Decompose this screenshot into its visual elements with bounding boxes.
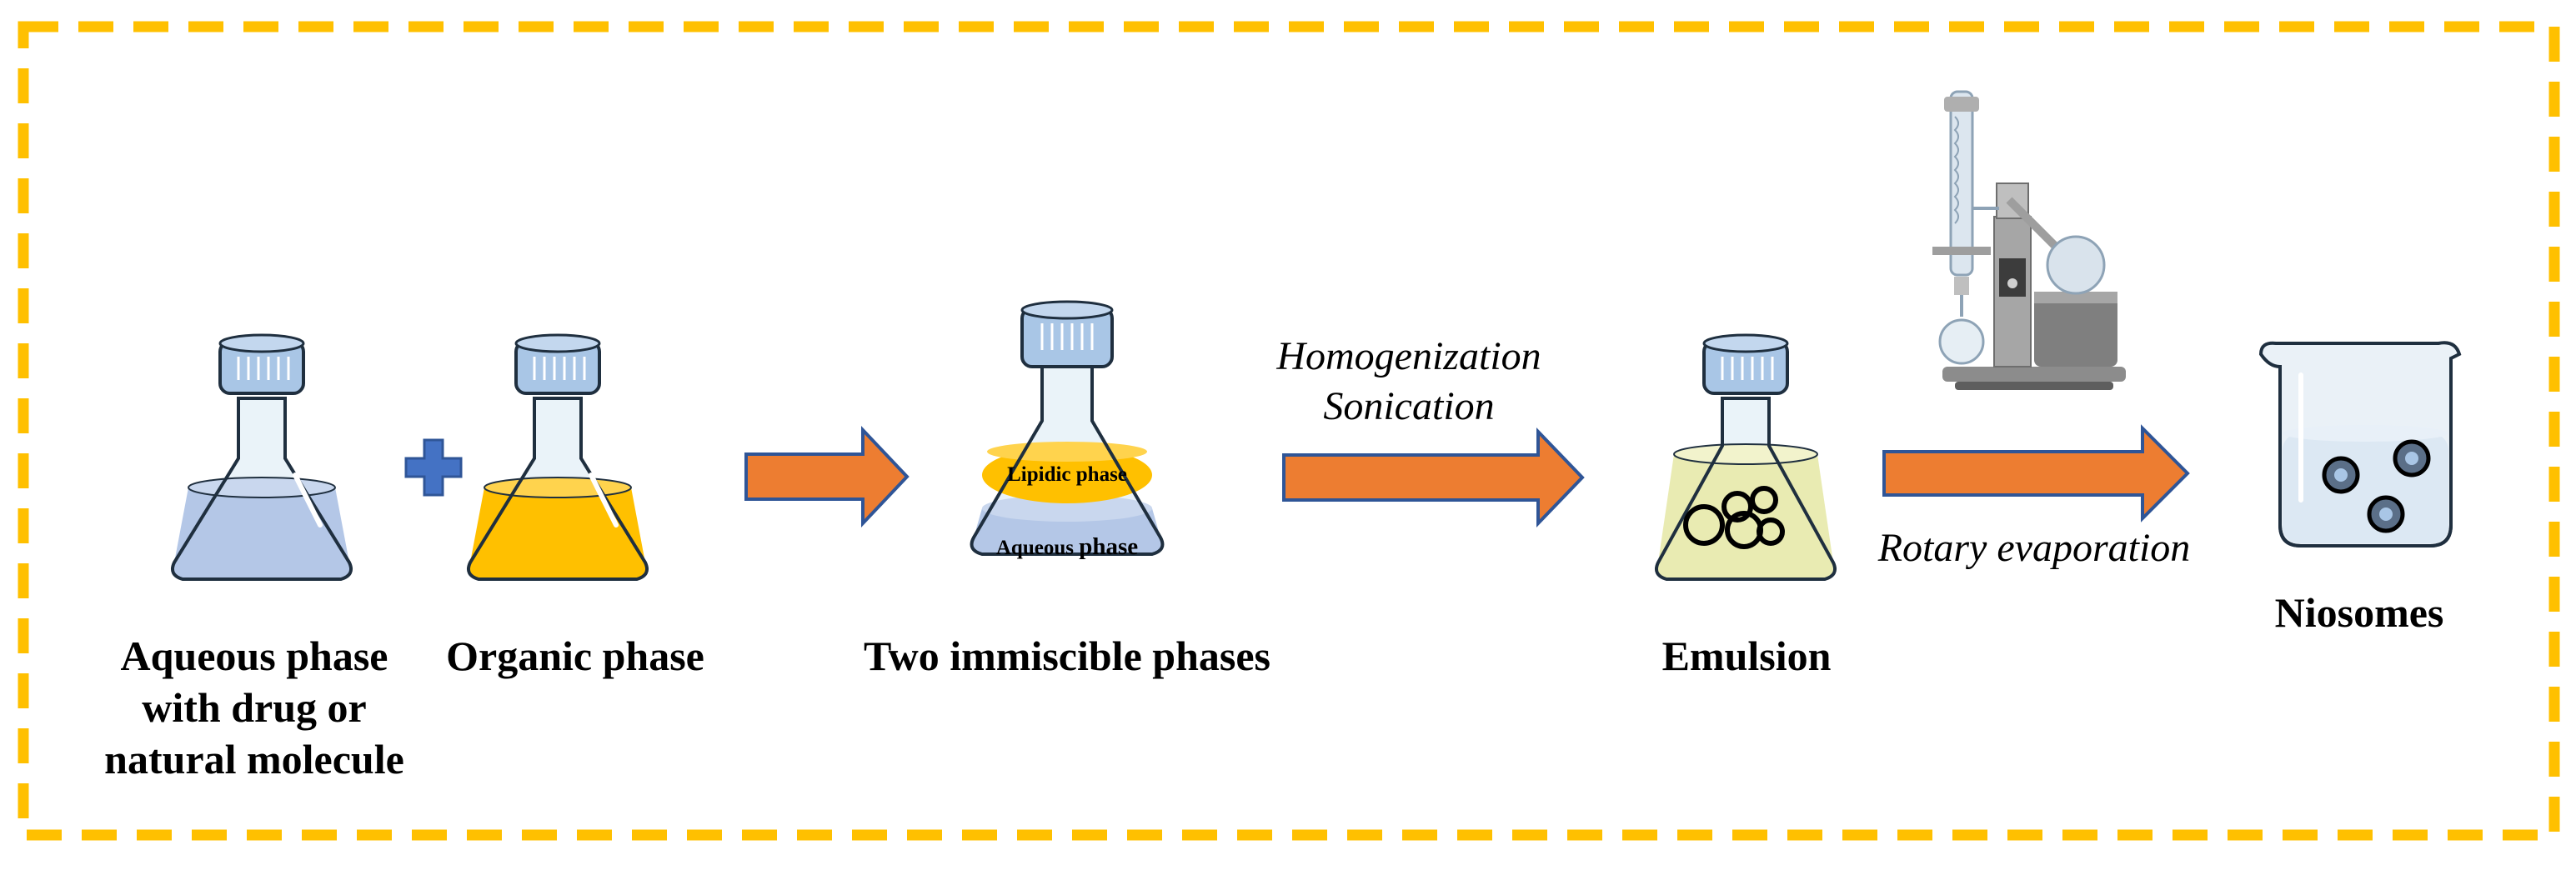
droplets-icon (1683, 486, 1785, 549)
beaker-icon (2258, 341, 2462, 548)
dashed-border (18, 21, 2560, 841)
aqueous-phase-label: Aqueous phase with drug or natural molec… (104, 632, 404, 782)
arrow-right-icon (744, 425, 910, 528)
homogenization-label: Homogenization (1276, 334, 1541, 378)
rotary-evaporator-icon (1932, 90, 2126, 390)
flask-aqueous-icon (170, 333, 353, 581)
flask-emulsion-icon (1655, 333, 1837, 581)
arrow-right-icon (1882, 424, 2190, 522)
lipidic-phase-label: Lipidic phase (1007, 463, 1127, 486)
organic-phase-label: Organic phase (446, 632, 704, 679)
niosomes-label: Niosomes (2274, 589, 2444, 636)
sonication-label: Sonication (1323, 384, 1495, 428)
aqueous-phase-inner-label: Aqueous phase (995, 533, 1139, 560)
arrow-right-icon (1282, 428, 1585, 528)
rotary-evaporation-label: Rotary evaporation (1877, 526, 2191, 570)
vesicle-icon (2393, 439, 2431, 478)
plus-icon (404, 438, 463, 497)
emulsion-label: Emulsion (1661, 632, 1832, 679)
vesicle-icon (2367, 495, 2405, 533)
vesicle-icon (2322, 456, 2360, 494)
two-phases-label: Two immiscible phases (864, 632, 1270, 679)
flask-organic-icon (466, 333, 649, 581)
flask-two-phases-icon (970, 300, 1165, 556)
